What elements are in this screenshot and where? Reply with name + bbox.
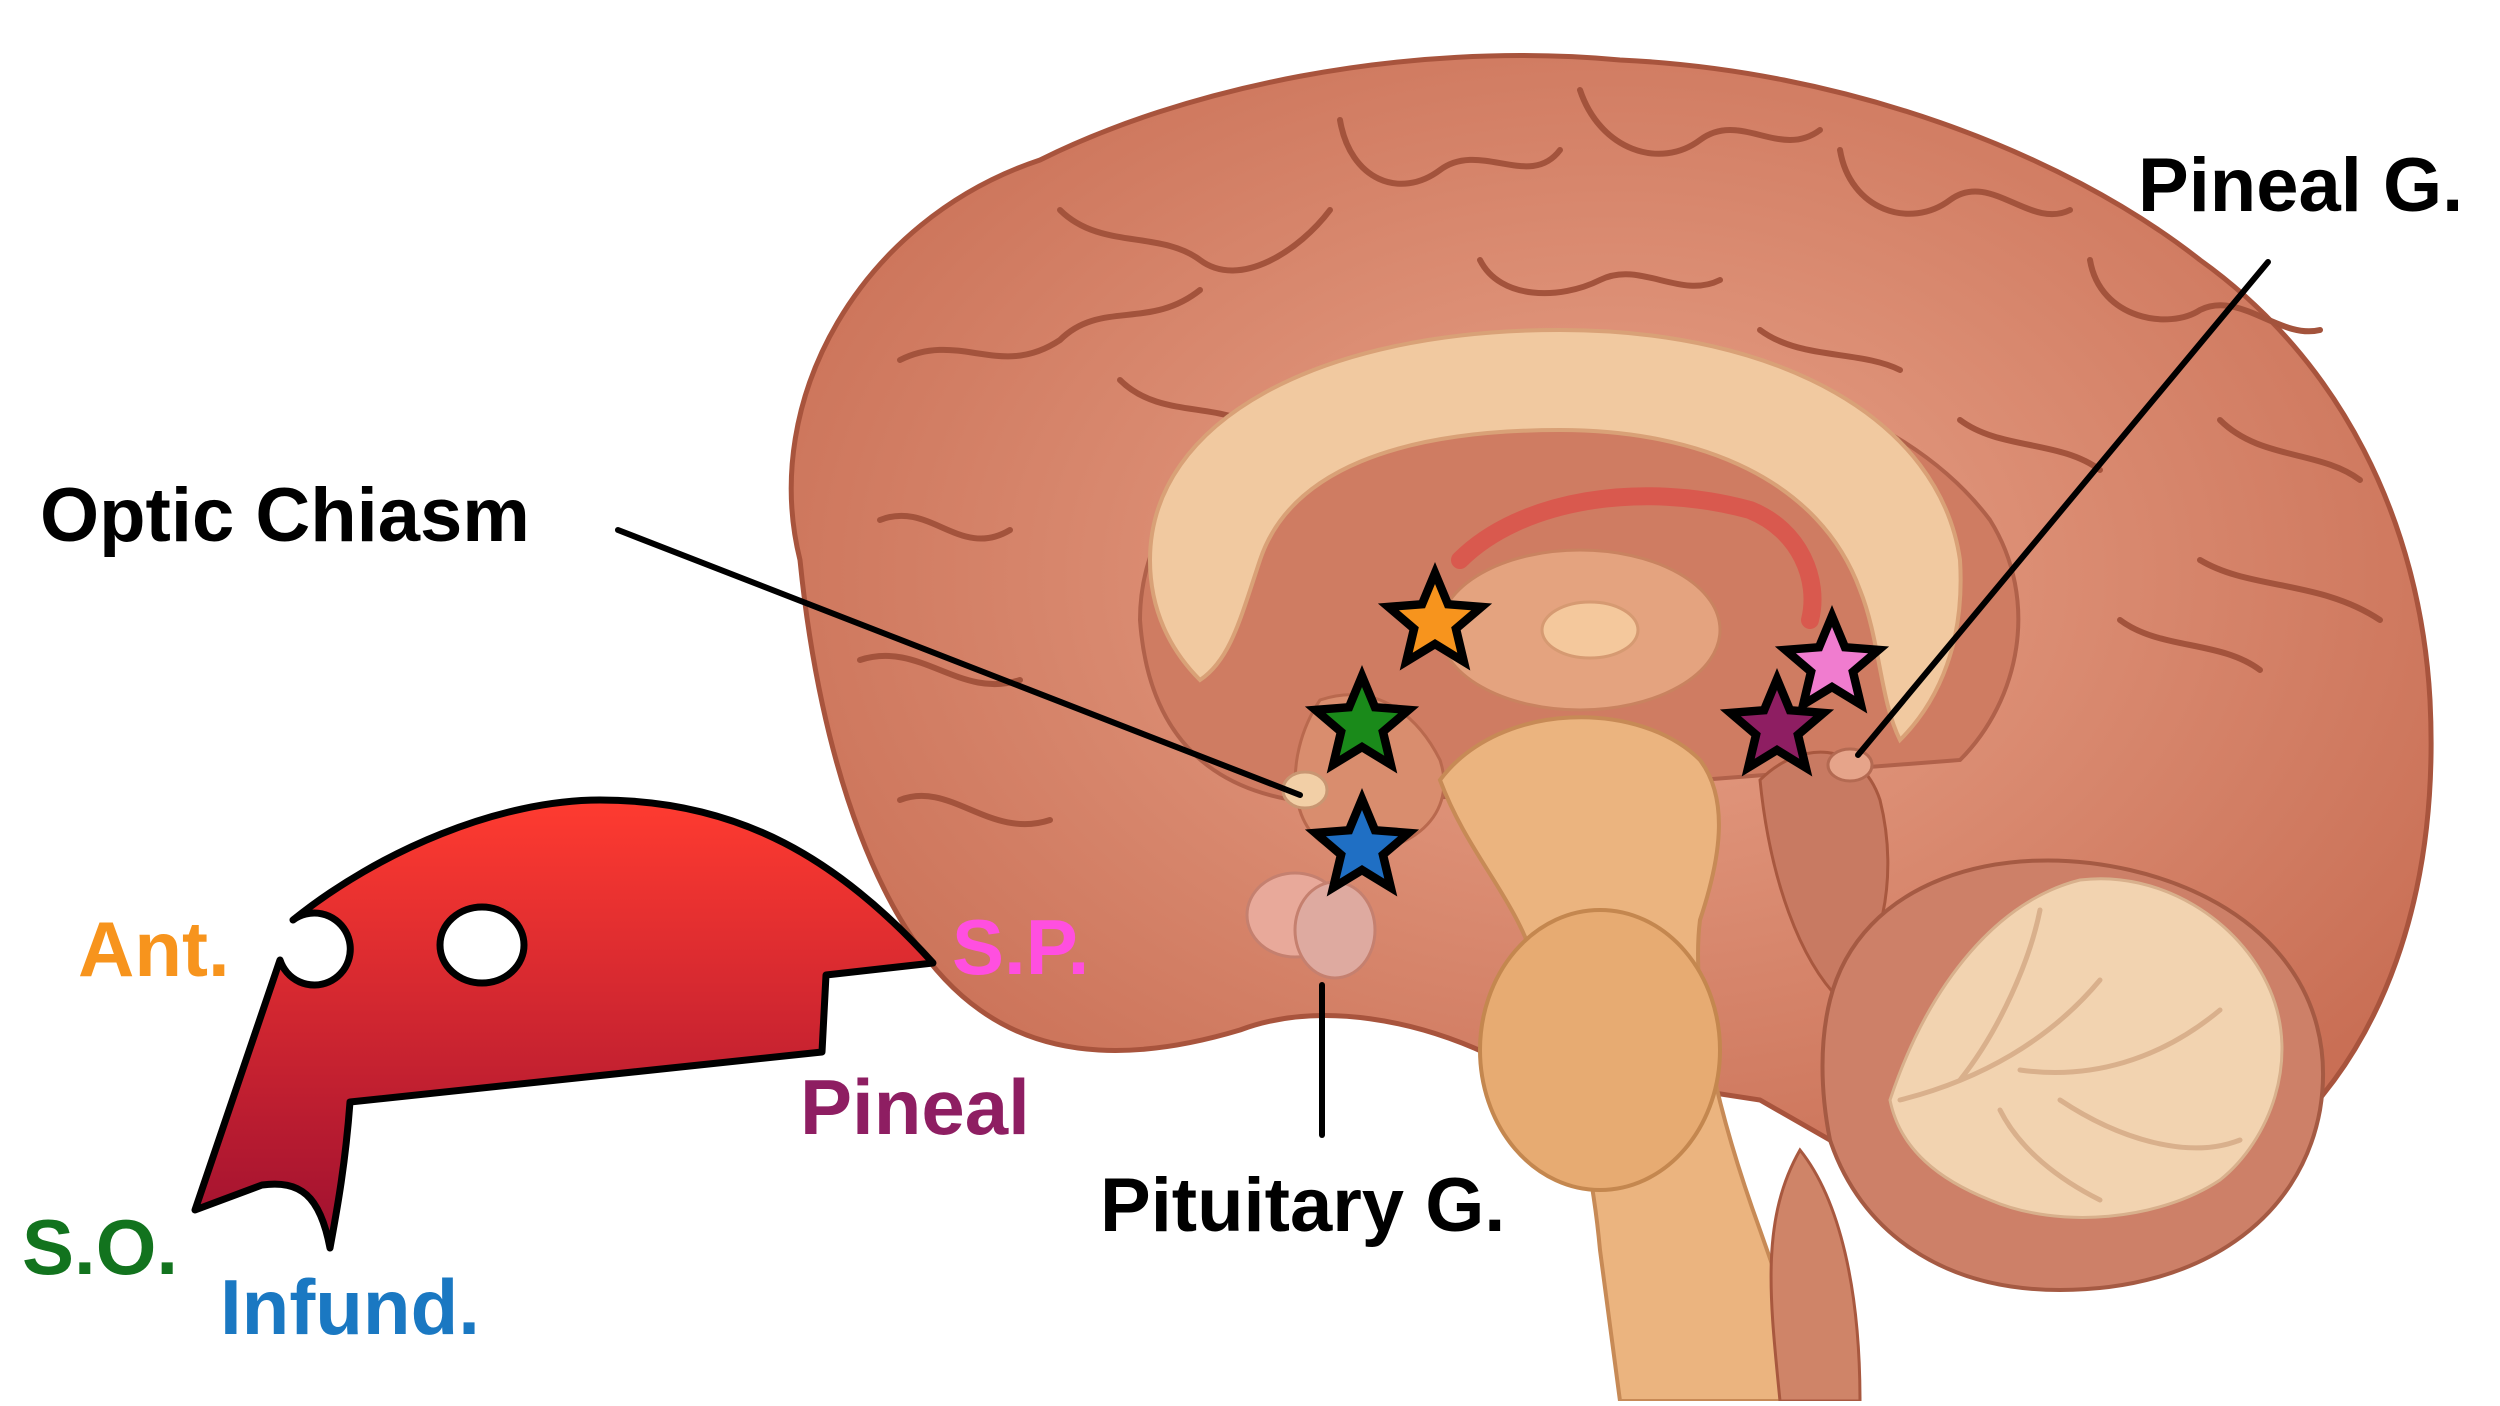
- pineal-recess-label: Pineal: [800, 1063, 1030, 1151]
- lateral-ventricle: [1451, 487, 1822, 629]
- pineal-gland-leader: [1855, 259, 2271, 758]
- gyri-folds: [857, 87, 2383, 828]
- pituitary-lobe: [1293, 880, 1377, 980]
- leader-lines: [615, 259, 2271, 1138]
- pineal-gland: [1826, 747, 1874, 783]
- star-anterior: [1398, 584, 1472, 653]
- star-suprapineal: [1795, 627, 1869, 696]
- pituitary-gland-label: Pituitary G.: [1100, 1163, 1506, 1248]
- star-supraoptic: [1325, 687, 1399, 756]
- pineal-gland-label: Pineal G.: [2138, 143, 2464, 228]
- optic-chiasm-label: Optic Chiasm: [40, 473, 530, 558]
- anterior-recess-label: Ant.: [78, 905, 230, 993]
- pons: [1478, 908, 1722, 1192]
- suprapineal-recess-label: S.P.: [952, 903, 1090, 991]
- optic-chiasm-leader: [615, 527, 1303, 798]
- interthalamic-adhesion: [1540, 600, 1640, 660]
- arbor-branches: [1897, 907, 2243, 1203]
- massa-intermedia-hole: [436, 903, 528, 987]
- third-ventricle-schematic: [191, 796, 937, 1252]
- star-infundibular: [1325, 810, 1399, 879]
- arbor-vitae: [1888, 877, 2284, 1219]
- star-pineal: [1740, 690, 1814, 759]
- medulla: [1769, 1147, 1862, 1403]
- recess-stars: [1304, 562, 1890, 897]
- infundibular-recess-label: Infund.: [220, 1263, 480, 1351]
- supraoptic-recess-label: S.O.: [22, 1203, 179, 1291]
